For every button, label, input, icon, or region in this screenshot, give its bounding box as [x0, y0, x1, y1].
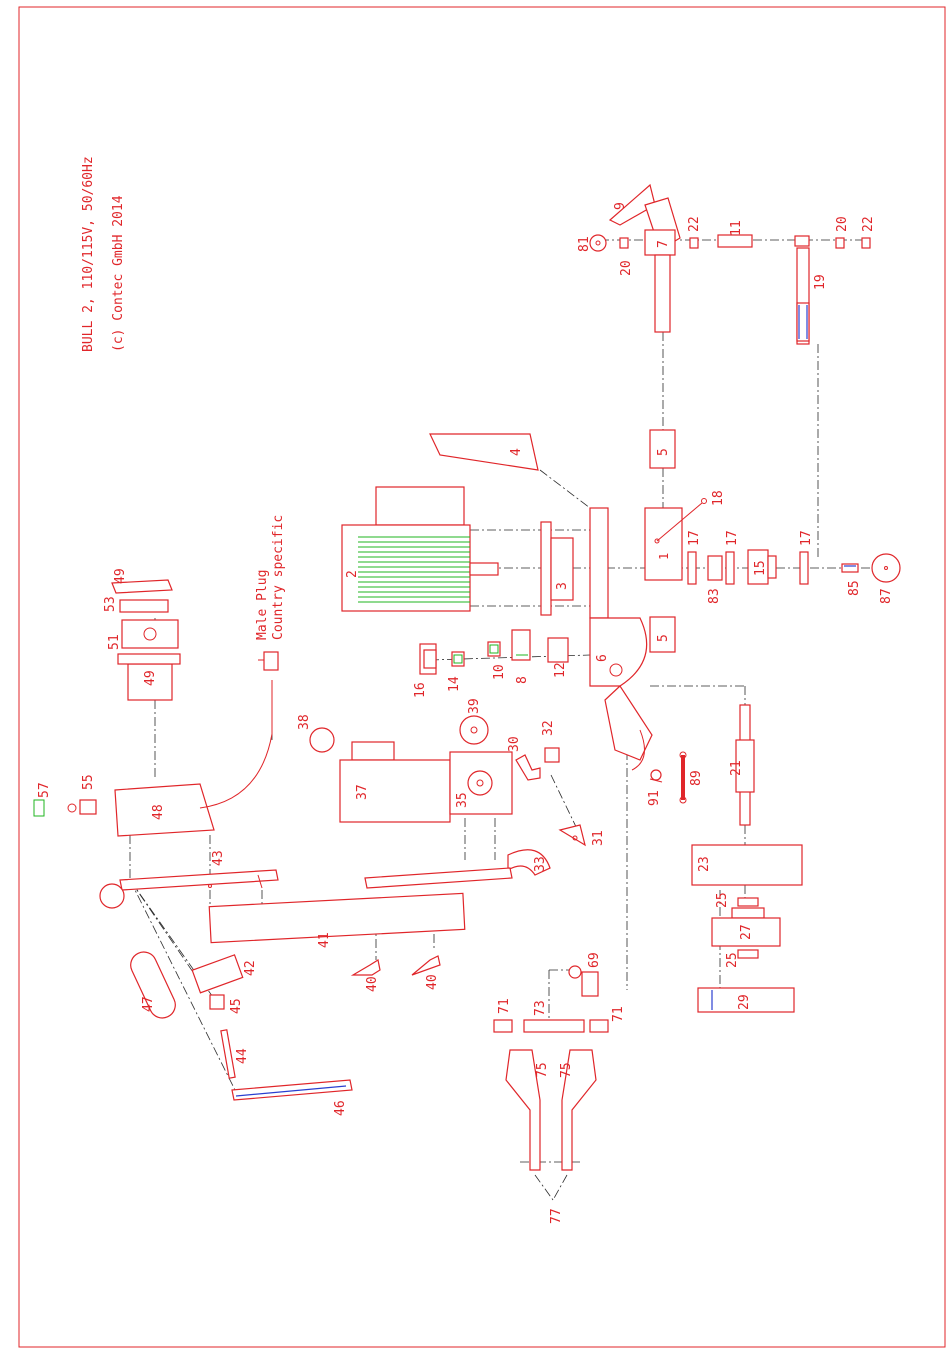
part-85: 85: [847, 580, 862, 596]
control-box: [34, 580, 278, 836]
plug-note-line2: Country specific: [271, 515, 286, 640]
part-4: 4: [509, 448, 524, 456]
plug-note-line1: Male Plug: [255, 570, 270, 640]
part-47: 47: [141, 996, 156, 1012]
part-32: 32: [541, 720, 556, 736]
bar-41: [209, 893, 465, 942]
part-22a: 22: [687, 216, 702, 232]
part-71b: 71: [611, 1006, 626, 1022]
part-21: 21: [729, 760, 744, 776]
bearings-row: [688, 550, 900, 584]
part-25a: 25: [715, 892, 730, 908]
part-87: 87: [879, 588, 894, 604]
part-77: 77: [549, 1208, 564, 1224]
part-46: 46: [333, 1100, 348, 1116]
part-30: 30: [507, 736, 522, 752]
part-45: 45: [229, 998, 244, 1014]
part-31: 31: [591, 830, 606, 846]
part-25b: 25: [725, 952, 740, 968]
part-19: 19: [813, 274, 828, 290]
part-7: 7: [656, 240, 671, 248]
part-23: 23: [697, 856, 712, 872]
part-5a: 5: [656, 448, 671, 456]
part-16: 16: [413, 682, 428, 698]
part-44: 44: [235, 1048, 250, 1064]
part-2: 2: [345, 570, 360, 578]
part-35: 35: [455, 792, 470, 808]
part-53: 53: [103, 596, 118, 612]
part-43: 43: [211, 850, 226, 866]
part-42: 42: [243, 960, 258, 976]
part-38: 38: [297, 714, 312, 730]
clamp-handles: [353, 956, 440, 975]
part-91: 91: [647, 790, 662, 806]
flange: [541, 522, 573, 615]
part-1: 1: [657, 553, 671, 560]
part-40a: 40: [365, 976, 380, 992]
part-22b: 22: [861, 216, 876, 232]
part-17b: 17: [725, 530, 740, 546]
part-20a: 20: [619, 260, 634, 276]
title-model: BULL 2, 110/115V, 50/60Hz: [81, 156, 96, 352]
part-89: 89: [689, 770, 704, 786]
part-18: 18: [711, 490, 726, 506]
part-73: 73: [533, 1000, 548, 1016]
part-17a: 17: [687, 530, 702, 546]
part-71a: 71: [497, 998, 512, 1014]
part-10: 10: [492, 664, 507, 680]
part-41: 41: [317, 932, 332, 948]
center-lines: [130, 240, 900, 1162]
part-29: 29: [737, 994, 752, 1010]
part-27: 27: [739, 924, 754, 940]
part-81: 81: [577, 236, 592, 252]
arm-43: [120, 868, 512, 890]
lever-assembly: [508, 748, 585, 875]
part-6: 6: [595, 654, 610, 662]
part-39: 39: [467, 698, 482, 714]
part-3: 3: [555, 582, 570, 590]
part-83: 83: [707, 588, 722, 604]
part-48: 48: [151, 804, 166, 820]
part-75b: 75: [559, 1062, 574, 1078]
part-33: 33: [533, 856, 548, 872]
part-51: 51: [107, 634, 122, 650]
secondary-motor: [310, 716, 512, 822]
part-number-labels: 1 2 3 4 5 5 6 7 8 9 10 11 12 14 15 16 17…: [37, 202, 894, 1224]
part-12: 12: [553, 662, 568, 678]
title-copyright: (c) Contec GmbH 2014: [111, 195, 126, 352]
part-40b: 40: [425, 974, 440, 990]
part-37: 37: [355, 784, 370, 800]
part-11: 11: [729, 220, 744, 236]
part-8: 8: [515, 676, 530, 684]
part-14: 14: [447, 676, 462, 692]
part-57: 57: [37, 782, 52, 798]
motor: [342, 487, 498, 611]
part-9: 9: [613, 202, 628, 210]
part-49a: 49: [143, 670, 158, 686]
part-17c: 17: [799, 530, 814, 546]
part-15: 15: [753, 560, 768, 576]
shaft-parts: [590, 235, 870, 344]
part-75a: 75: [535, 1062, 550, 1078]
gear-housing: [590, 508, 652, 770]
part-55: 55: [81, 774, 96, 790]
part-20b: 20: [835, 216, 850, 232]
part-69: 69: [587, 952, 602, 968]
part-5b: 5: [656, 634, 671, 642]
part-49b: 49: [113, 568, 128, 584]
